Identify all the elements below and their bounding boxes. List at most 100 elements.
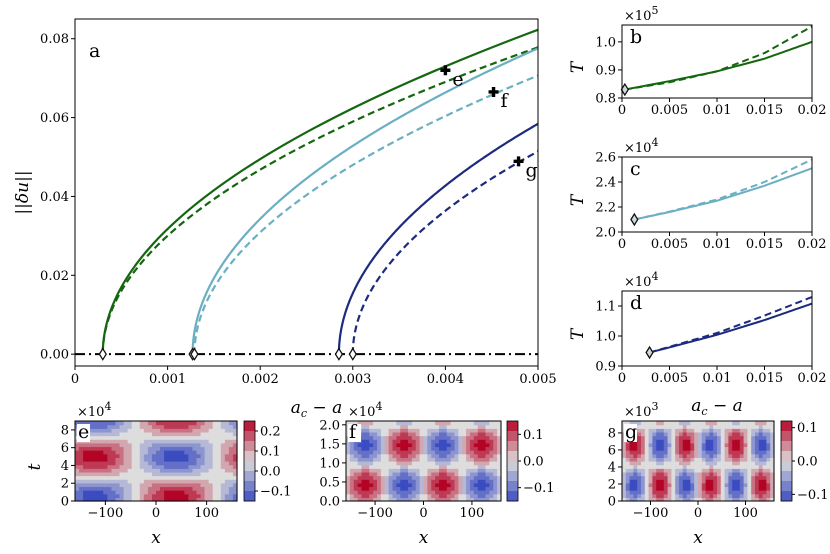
heatmap-cell xyxy=(686,486,691,491)
branch-line-4 xyxy=(193,74,538,355)
heatmap-cell xyxy=(435,482,440,488)
heatmap-cell xyxy=(497,421,502,426)
heatmap-cell xyxy=(127,464,133,469)
heatmap-cell xyxy=(377,439,382,444)
heatmap-cell xyxy=(470,431,475,437)
heatmap-cell xyxy=(637,428,642,433)
heatmap-cell xyxy=(675,461,680,466)
heatmap-cell xyxy=(168,457,173,462)
heatmap-cell xyxy=(633,471,638,477)
heatmap-cell xyxy=(717,471,722,477)
heatmap-cell xyxy=(497,453,502,458)
heatmap-cell xyxy=(377,482,382,488)
heatmap-cell xyxy=(717,486,722,491)
heatmap-cell xyxy=(462,428,467,433)
heatmap-cell xyxy=(724,479,729,484)
heatmap-cell xyxy=(489,486,494,491)
heatmap-cell xyxy=(232,482,238,488)
heatmap-cell xyxy=(224,475,230,480)
heatmap-cell xyxy=(497,424,502,429)
heatmap-cell xyxy=(131,446,137,451)
heatmap-cell xyxy=(91,457,96,462)
heatmap-cell xyxy=(656,482,661,488)
colorbar-segment xyxy=(507,481,518,492)
heatmap-cell xyxy=(739,439,745,444)
heatmap-cell xyxy=(675,457,680,462)
heatmap-cell xyxy=(156,457,161,462)
heatmap-cell xyxy=(679,479,684,484)
heatmap-cell xyxy=(111,424,117,429)
heatmap-cell xyxy=(625,450,631,455)
heatmap-cell xyxy=(758,486,764,491)
heatmap-cell xyxy=(497,490,502,495)
heatmap-cell xyxy=(87,471,92,477)
heatmap-cell xyxy=(411,431,417,437)
heatmap-cell xyxy=(156,442,161,448)
heatmap-cell xyxy=(762,428,767,433)
heatmap-cell xyxy=(91,475,96,480)
heatmap-cell xyxy=(346,464,351,469)
heatmap-cell xyxy=(758,431,764,437)
heatmap-cell xyxy=(454,421,459,426)
heatmap-cell xyxy=(184,446,189,451)
heatmap-cell xyxy=(91,479,96,484)
heatmap-cell xyxy=(667,446,672,451)
heatmap-cell xyxy=(717,431,722,437)
heatmap-cell xyxy=(192,446,198,451)
heatmap-cell xyxy=(481,471,487,477)
heatmap-cell xyxy=(204,457,210,462)
heatmap-cell xyxy=(139,421,145,426)
branch-line-3 xyxy=(191,47,538,355)
heatmap-cell xyxy=(164,424,169,429)
heatmap-cell xyxy=(377,471,382,477)
heatmap-cell xyxy=(168,446,173,451)
heatmap-cell xyxy=(192,475,198,480)
heatmap-cell xyxy=(192,457,198,462)
heatmap-cell xyxy=(95,424,100,429)
colorbar-tick-label: 0.0 xyxy=(523,455,544,470)
heatmap-cell xyxy=(75,482,80,488)
heatmap-cell xyxy=(408,464,413,469)
heatmap-cell xyxy=(743,439,748,444)
heatmap-cell xyxy=(373,424,378,429)
x-axis-b-tick-label: 0.005 xyxy=(651,103,688,118)
heatmap-cell xyxy=(675,479,680,484)
heatmap-cell xyxy=(147,457,153,462)
heatmap-cell xyxy=(758,497,764,502)
heatmap-cell xyxy=(728,468,733,473)
heatmap-cell xyxy=(357,468,363,473)
heatmap-cell xyxy=(709,471,714,477)
heatmap-cell xyxy=(458,486,463,491)
heatmap-cell xyxy=(435,475,440,480)
heatmap-cell xyxy=(408,457,413,462)
heatmap-cell xyxy=(637,431,642,437)
heatmap-cell xyxy=(637,421,642,426)
heatmap-cell xyxy=(431,486,436,491)
heatmap-cell xyxy=(497,446,502,451)
heatmap-cell xyxy=(739,453,745,458)
heatmap-cell xyxy=(357,461,363,466)
heatmap-cell xyxy=(667,457,672,462)
heatmap-cell xyxy=(156,450,161,455)
heatmap-cell xyxy=(115,442,121,448)
heatmap-cell xyxy=(470,497,475,502)
heatmap-cell xyxy=(644,493,650,498)
heatmap-cell xyxy=(176,486,181,491)
heatmap-cell xyxy=(660,442,665,448)
heatmap-cell xyxy=(489,428,494,433)
heatmap-cell xyxy=(481,475,487,480)
heatmap-cell xyxy=(107,428,113,433)
heatmap-cell xyxy=(404,424,409,429)
heatmap-cell xyxy=(392,428,397,433)
heatmap-cell xyxy=(357,490,363,495)
heatmap-cell xyxy=(115,497,121,502)
heatmap-cell xyxy=(103,450,108,455)
heatmap-cell xyxy=(728,461,733,466)
heatmap-cell xyxy=(91,442,96,448)
heatmap-cell xyxy=(644,442,650,448)
heatmap-cell xyxy=(652,453,657,458)
heatmap-cell xyxy=(629,497,634,502)
heatmap-cell xyxy=(131,442,137,448)
heatmap-cell xyxy=(369,435,374,440)
heatmap-cell xyxy=(361,468,366,473)
